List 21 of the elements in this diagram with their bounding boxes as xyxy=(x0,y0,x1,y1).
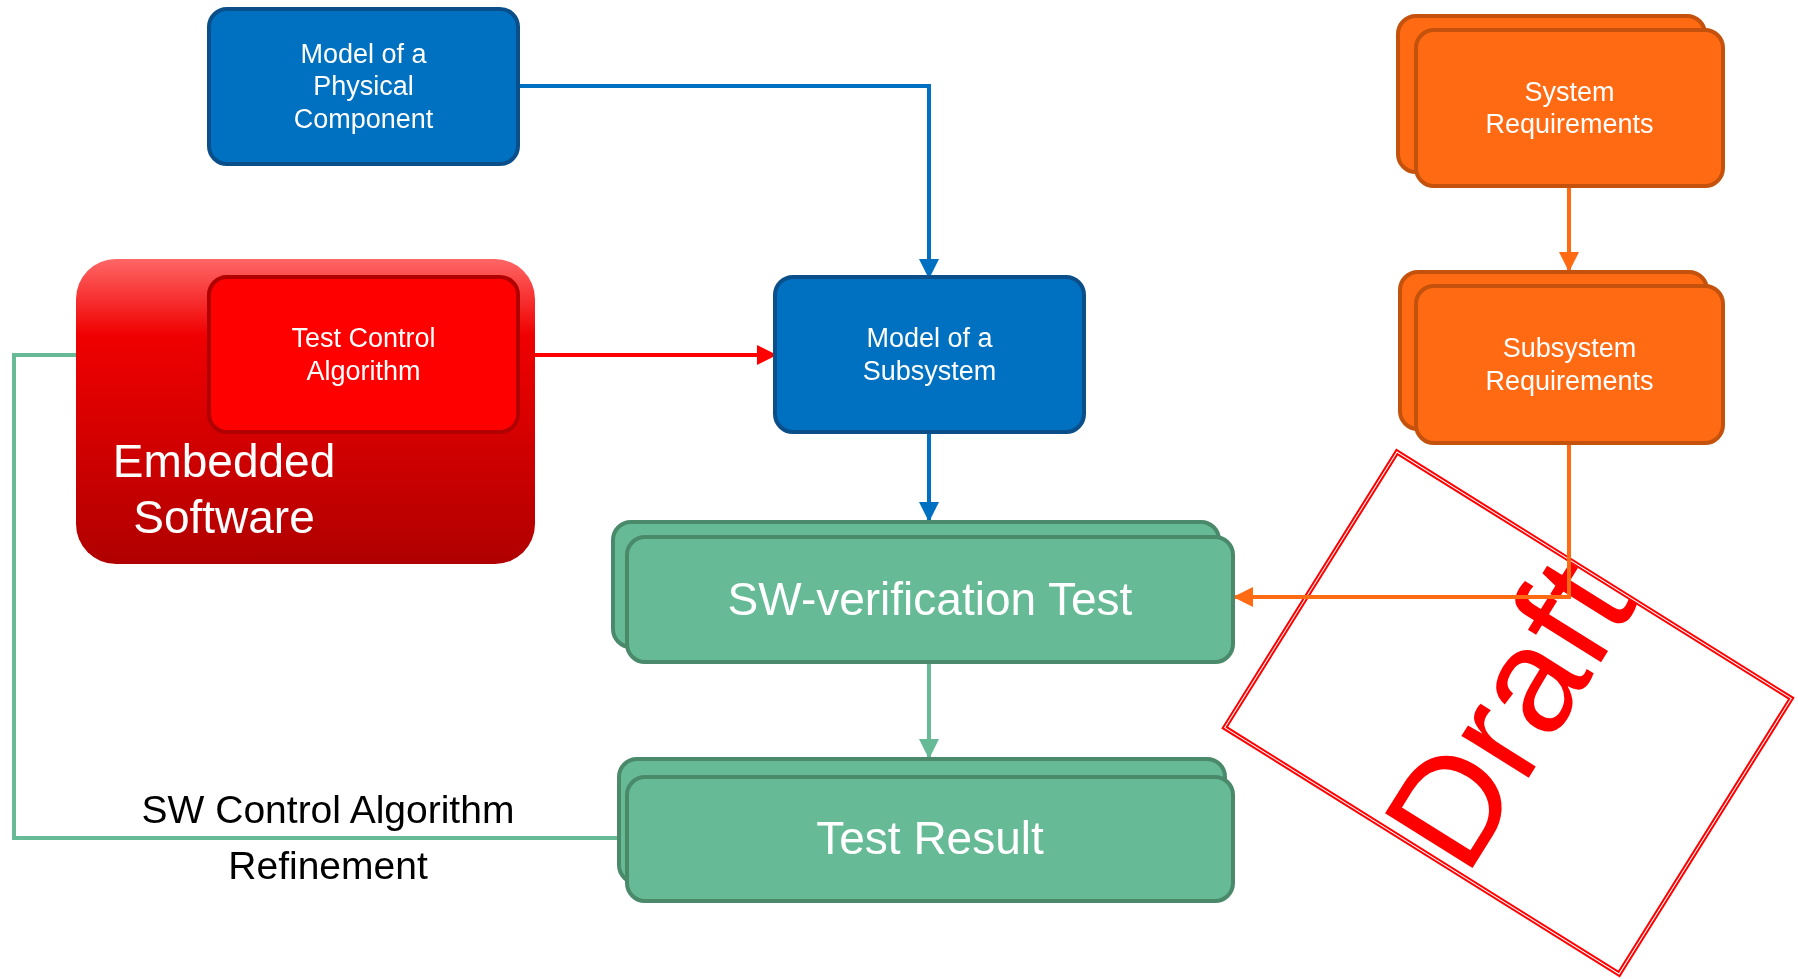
arrow xyxy=(919,664,939,759)
node-label: Test Result xyxy=(816,811,1044,867)
node-label: Subsystem Requirements xyxy=(1484,332,1655,397)
node-label: System Requirements xyxy=(1484,75,1655,141)
node-label: SW-verification Test xyxy=(727,571,1133,627)
stacked-document-box xyxy=(1398,270,1725,445)
stacked-process-box xyxy=(617,757,1235,903)
process-box xyxy=(207,275,520,434)
process-box xyxy=(207,7,520,166)
stacked-document-box xyxy=(1396,14,1725,188)
arrow xyxy=(1233,445,1571,607)
node-label: Model of a Physical Component xyxy=(292,37,435,136)
arrow xyxy=(1559,188,1579,272)
edge-label: SW Control Algorithm Refinement xyxy=(140,787,516,889)
group-panel xyxy=(74,257,537,566)
process-box xyxy=(773,275,1086,434)
arrow xyxy=(919,432,939,522)
group-title: Embedded Software xyxy=(111,434,337,545)
node-label: Test Control Algorithm xyxy=(290,322,437,387)
node-label: Model of a Subsystem xyxy=(861,322,998,387)
stacked-process-box xyxy=(611,520,1235,664)
